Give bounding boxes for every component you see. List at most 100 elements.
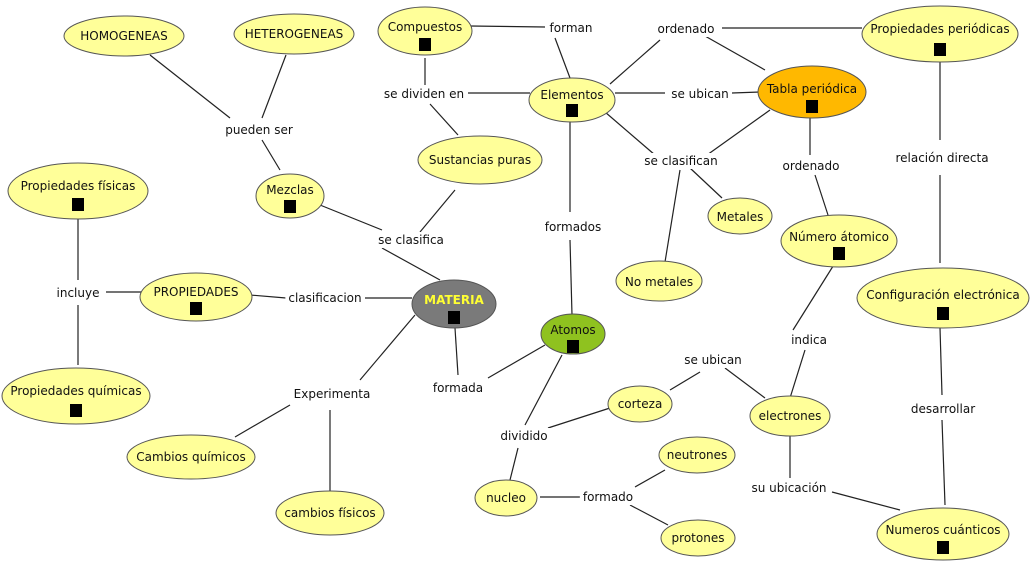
- concept-label: Compuestos: [388, 20, 463, 34]
- concept-label: Configuración electrónica: [866, 288, 1019, 302]
- document-icon[interactable]: [934, 43, 946, 56]
- concept-label: Propiedades químicas: [10, 384, 141, 398]
- phrase-background: [641, 153, 721, 169]
- phrase-background: [541, 219, 605, 235]
- concept-nucleo[interactable]: nucleo: [474, 479, 538, 517]
- document-icon[interactable]: [190, 302, 202, 315]
- concept-materia[interactable]: MATERIA: [411, 279, 497, 329]
- concept-no-metales[interactable]: No metales: [615, 260, 703, 302]
- concept-label: HETEROGENEAS: [245, 27, 344, 41]
- concept-atomos[interactable]: Atomos: [540, 313, 606, 355]
- concept-label: Cambios químicos: [136, 450, 246, 464]
- concept-label: Propiedades periódicas: [870, 22, 1009, 36]
- concept-propiedades-periodicas[interactable]: Propiedades periódicas: [861, 5, 1019, 63]
- phrase-su-ubicacion: su ubicación: [751, 481, 826, 495]
- concept-homogeneas[interactable]: HOMOGENEAS: [63, 15, 185, 57]
- concept-heterogeneas[interactable]: HETEROGENEAS: [233, 13, 355, 55]
- phrase-relacion-directa: relación directa: [895, 151, 988, 165]
- phrase-formado: formado: [583, 490, 633, 504]
- concept-elementos[interactable]: Elementos: [528, 77, 616, 123]
- phrase-background: [290, 386, 374, 402]
- concept-tabla-periodica[interactable]: Tabla periódica: [757, 65, 867, 119]
- concept-protones[interactable]: protones: [660, 519, 736, 557]
- phrase-clasificacion: clasificacion: [288, 291, 361, 305]
- document-icon[interactable]: [937, 541, 949, 554]
- phrase-background: [681, 352, 745, 368]
- document-icon[interactable]: [567, 340, 579, 353]
- concept-sustancias-puras[interactable]: Sustancias puras: [417, 135, 543, 185]
- phrase-background: [53, 285, 103, 301]
- document-icon[interactable]: [937, 307, 949, 320]
- concept-label: PROPIEDADES: [153, 285, 238, 299]
- concept-label: Sustancias puras: [429, 153, 531, 167]
- phrase-dividido: dividido: [500, 429, 547, 443]
- phrase-background: [497, 428, 551, 444]
- document-icon[interactable]: [419, 38, 431, 51]
- phrase-incluye: incluye: [57, 286, 100, 300]
- phrase-se-dividen-en: se dividen en: [384, 87, 464, 101]
- concept-label: electrones: [759, 409, 822, 423]
- concept-label: Metales: [717, 210, 764, 224]
- phrase-desarrollar: desarrollar: [911, 402, 975, 416]
- concept-label: Numeros cuánticos: [885, 523, 1000, 537]
- concept-electrones[interactable]: electrones: [749, 395, 831, 437]
- phrase-background: [788, 332, 830, 348]
- concept-label: cambios físicos: [284, 506, 375, 520]
- phrase-background: [779, 158, 843, 174]
- phrase-se-ubican-top: se ubican: [671, 87, 729, 101]
- concept-label: No metales: [625, 275, 693, 289]
- phrase-se-clasifican: se clasifican: [644, 154, 717, 168]
- concept-label: HOMOGENEAS: [80, 29, 168, 43]
- phrase-se-ubican-low: se ubican: [684, 353, 742, 367]
- document-icon[interactable]: [833, 247, 845, 260]
- phrase-forman: forman: [550, 21, 593, 35]
- concept-label: nucleo: [486, 491, 526, 505]
- phrase-formada: formada: [433, 381, 483, 395]
- concept-label: Atomos: [550, 323, 595, 337]
- phrase-background: [579, 489, 637, 505]
- concept-mezclas[interactable]: Mezclas: [255, 173, 325, 219]
- phrase-background: [748, 480, 830, 496]
- concept-label: Mezclas: [266, 183, 314, 197]
- concept-metales[interactable]: Metales: [707, 197, 773, 235]
- phrase-background: [668, 86, 732, 102]
- concept-label: Número átomico: [789, 230, 889, 244]
- concept-label: Propiedades físicas: [21, 179, 136, 193]
- concept-label: protones: [672, 531, 725, 545]
- concept-configuracion-electronica[interactable]: Configuración electrónica: [856, 267, 1030, 329]
- concept-label: Elementos: [540, 88, 603, 102]
- phrase-formados: formados: [545, 220, 602, 234]
- document-icon[interactable]: [448, 311, 460, 324]
- concept-label: corteza: [618, 397, 663, 411]
- phrase-background: [892, 150, 992, 166]
- concept-label: MATERIA: [424, 293, 484, 307]
- concept-cambios-fisicos[interactable]: cambios físicos: [275, 490, 385, 536]
- concept-propiedades-fisicas[interactable]: Propiedades físicas: [7, 162, 149, 220]
- document-icon[interactable]: [806, 100, 818, 113]
- links: [77, 25, 946, 526]
- document-icon[interactable]: [70, 404, 82, 417]
- concept-propiedades[interactable]: PROPIEDADES: [139, 272, 253, 322]
- concept-compuestos[interactable]: Compuestos: [377, 6, 473, 56]
- phrase-background: [285, 290, 365, 306]
- concept-numero-atomico[interactable]: Número átomico: [780, 214, 898, 268]
- concept-cambios-quimicos[interactable]: Cambios químicos: [126, 434, 256, 480]
- concept-label: neutrones: [667, 448, 728, 462]
- phrase-ordenado-mid: ordenado: [783, 159, 840, 173]
- phrase-pueden-ser: pueden ser: [225, 123, 293, 137]
- concept-propiedades-quimicas[interactable]: Propiedades químicas: [1, 367, 151, 425]
- linking-phrases: forman ordenado se dividen en se ubican …: [53, 20, 992, 505]
- phrase-indica: indica: [791, 333, 827, 347]
- document-icon[interactable]: [72, 198, 84, 211]
- phrase-experimenta: Experimenta: [294, 387, 371, 401]
- concept-neutrones[interactable]: neutrones: [658, 436, 736, 474]
- phrase-background: [222, 122, 296, 138]
- phrase-ordenado-top: ordenado: [658, 22, 715, 36]
- concept-numeros-cuanticos[interactable]: Numeros cuánticos: [876, 507, 1010, 561]
- document-icon[interactable]: [284, 200, 296, 213]
- concepts: HOMOGENEAS HETEROGENEAS Compuestos Propi…: [1, 5, 1030, 561]
- concept-label: Tabla periódica: [766, 82, 857, 96]
- document-icon[interactable]: [566, 104, 578, 117]
- concept-corteza[interactable]: corteza: [607, 385, 673, 423]
